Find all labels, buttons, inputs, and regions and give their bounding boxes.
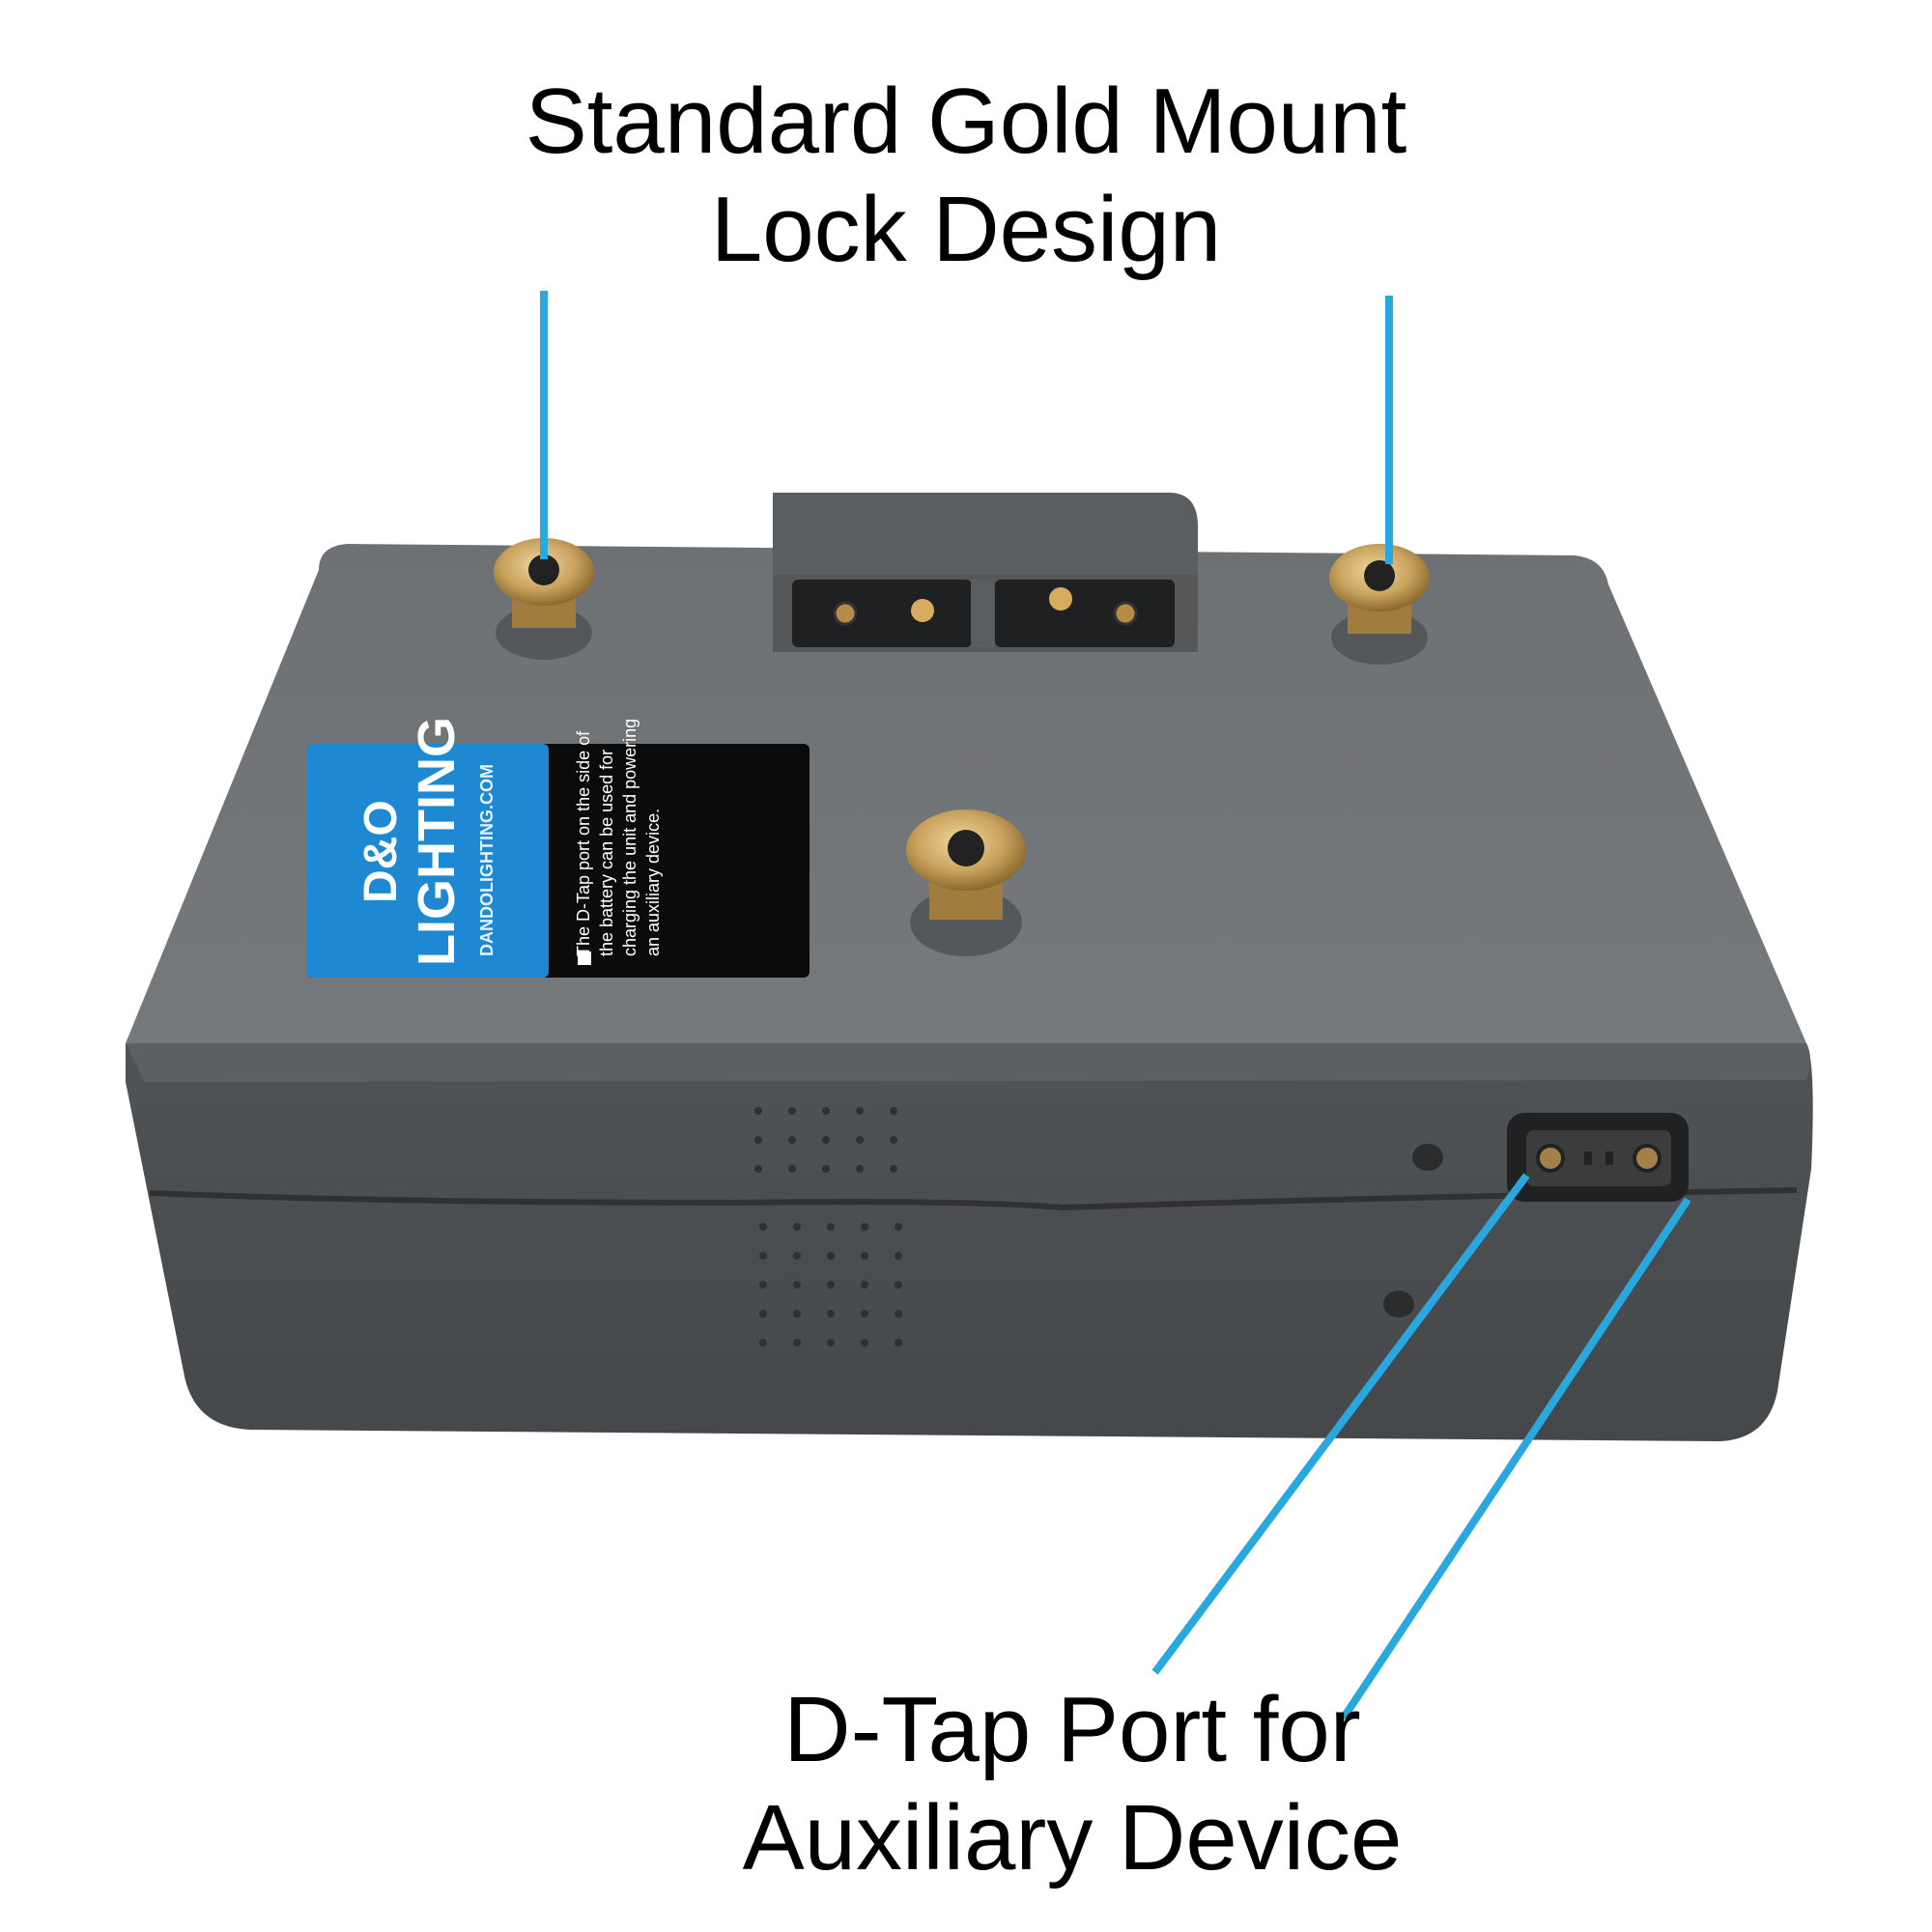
battery-front-side bbox=[126, 1043, 1813, 1441]
d-tap-port bbox=[1507, 1113, 1689, 1202]
lock-stud-center bbox=[906, 810, 1026, 956]
sticker-brand-line2: LIGHTING bbox=[408, 717, 466, 966]
sticker-note-line-4: an auxiliary device. bbox=[643, 809, 663, 956]
sticker-website: DANDOLIGHTING.COM bbox=[477, 764, 497, 956]
callout-gold-mount-line2: Lock Design bbox=[710, 178, 1222, 281]
callout-d-tap-port: D-Tap Port for Auxiliary Device bbox=[541, 1676, 1604, 1892]
sticker-note-line-3: charging the unit and powering bbox=[620, 719, 639, 956]
lock-stud-right bbox=[1329, 544, 1430, 665]
callout-d-tap-line2: Auxiliary Device bbox=[742, 1786, 1403, 1889]
callout-gold-mount: Standard Gold Mount Lock Design bbox=[386, 68, 1546, 284]
vent-dot-grid bbox=[754, 1107, 902, 1347]
callout-gold-mount-line1: Standard Gold Mount bbox=[525, 70, 1407, 173]
sticker-brand-line1: D&O bbox=[355, 800, 407, 903]
sticker-note-line-1: The D-Tap port on the side of bbox=[574, 730, 593, 956]
product-sticker: D&O LIGHTING DANDOLIGHTING.COM The D-Tap… bbox=[307, 717, 810, 978]
leader-line-bottom-left bbox=[1151, 1173, 1530, 1675]
gold-mount-connector bbox=[773, 493, 1198, 652]
callout-d-tap-line1: D-Tap Port for bbox=[783, 1678, 1361, 1781]
leader-line-bottom-right bbox=[1340, 1197, 1691, 1720]
side-screw-holes bbox=[1383, 1144, 1443, 1318]
sticker-note-line-2: the battery can be used for bbox=[597, 750, 616, 956]
leader-lines bbox=[540, 291, 1691, 1720]
lock-stud-left bbox=[494, 538, 594, 660]
